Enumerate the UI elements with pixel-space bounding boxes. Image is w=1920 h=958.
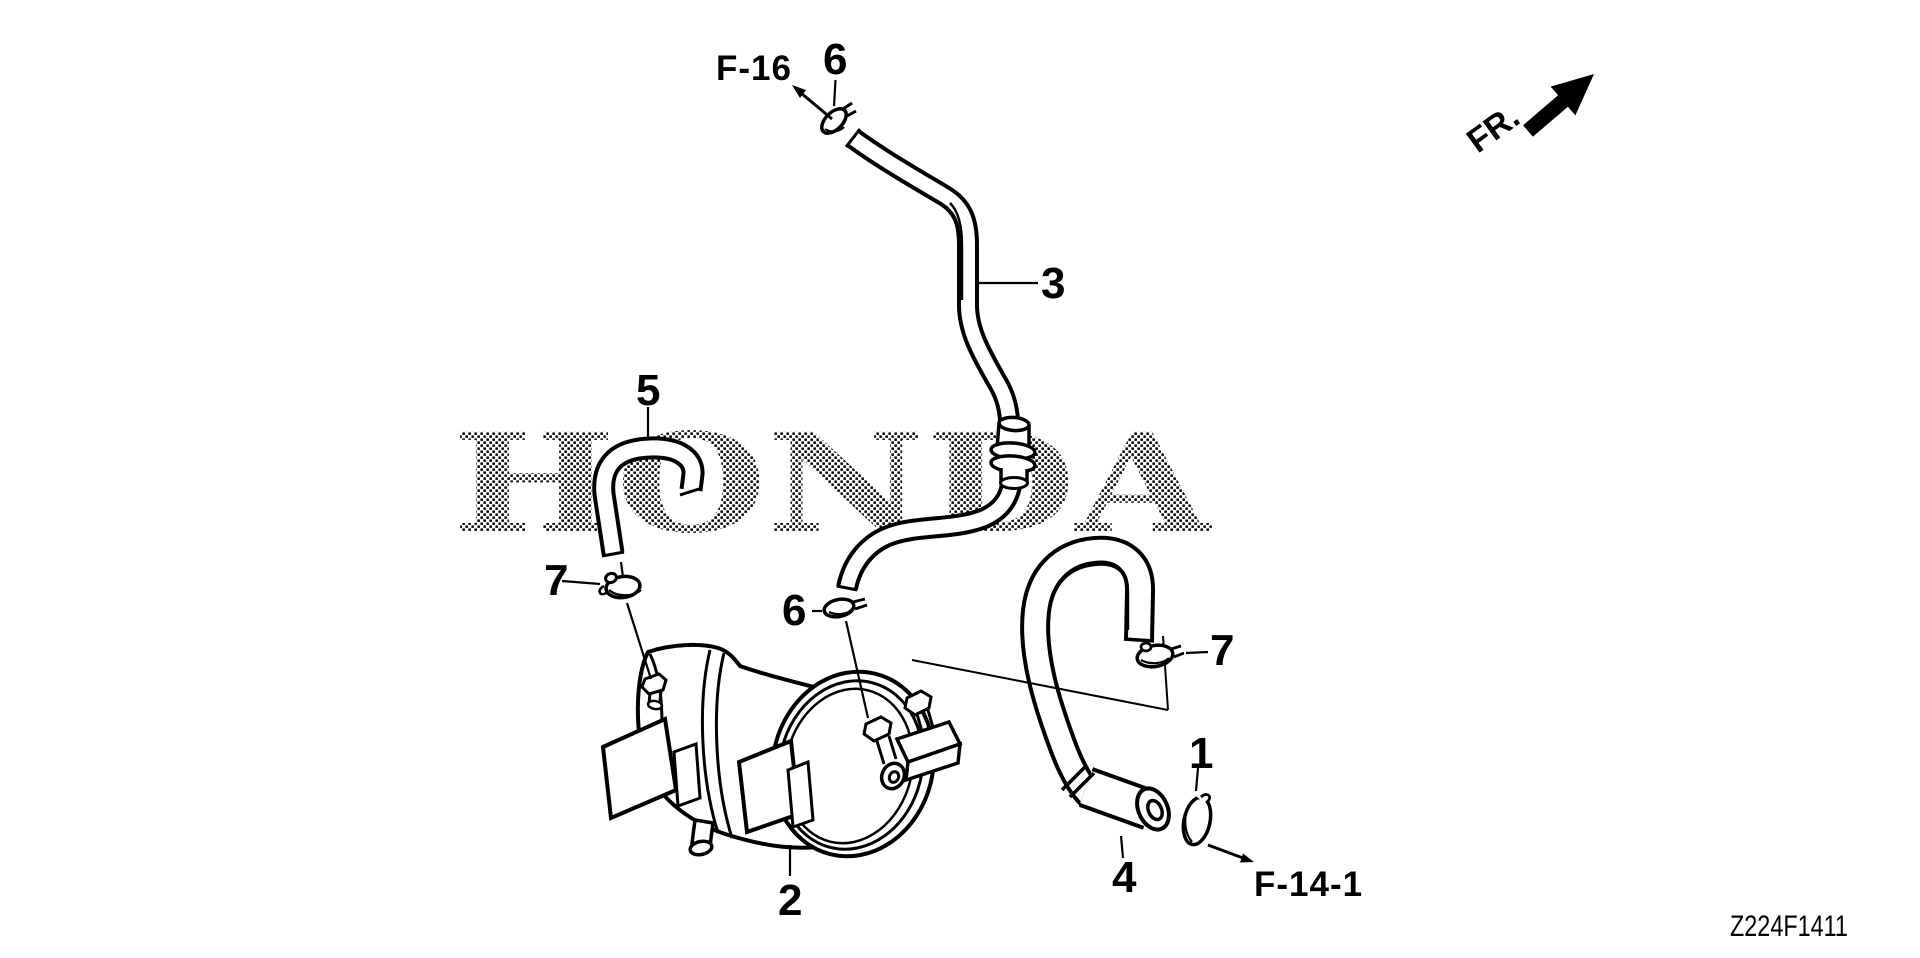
clamp-1: [1181, 791, 1213, 847]
canister: [600, 642, 963, 859]
part-label-7-left: 7: [544, 556, 569, 605]
part-label-6-top: 6: [823, 35, 848, 84]
part-label-1: 1: [1189, 729, 1214, 778]
clamp-6-top: [820, 101, 857, 135]
hose-4: [1020, 535, 1155, 806]
fr-arrow: [1523, 74, 1594, 137]
part-label-4: 4: [1112, 853, 1137, 902]
diagram-code: Z224F1411: [1730, 910, 1848, 943]
part-label-2: 2: [778, 876, 803, 925]
leader-lines: [561, 79, 1209, 876]
ref-label-f16: F-16: [716, 49, 792, 88]
clamp-7-right: [1135, 641, 1185, 669]
f16-arrow: [792, 85, 833, 121]
f14-arrow: [1207, 843, 1254, 863]
clamp-6-mid: [822, 597, 868, 619]
part-label-3: 3: [1041, 259, 1066, 308]
hose-4-fitting: [1060, 764, 1171, 832]
hose-5: [592, 436, 705, 558]
part-label-7-right: 7: [1210, 626, 1235, 675]
part-label-5: 5: [636, 366, 661, 415]
part-label-6-mid: 6: [782, 586, 807, 635]
hose-3: [836, 128, 1024, 592]
clamp-7-left: [598, 571, 642, 600]
hose-3-grommet: [989, 415, 1037, 490]
ref-label-f14-1: F-14-1: [1254, 865, 1364, 904]
